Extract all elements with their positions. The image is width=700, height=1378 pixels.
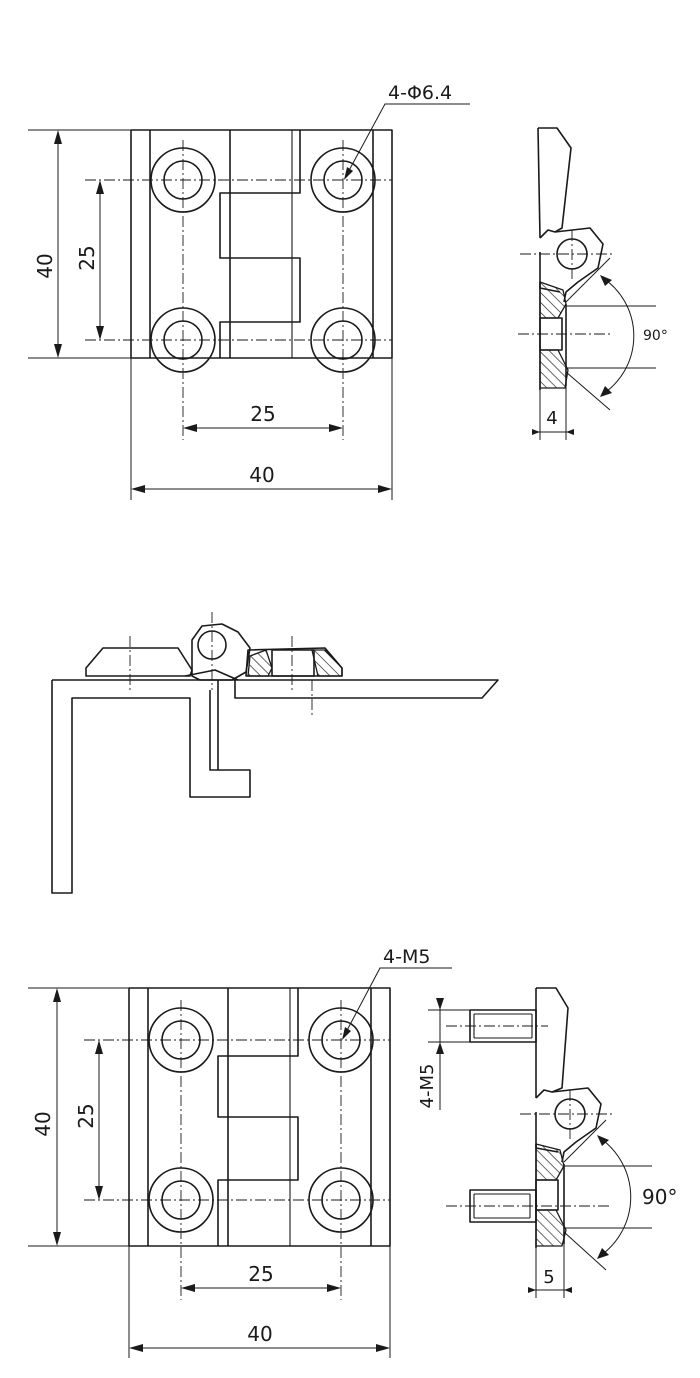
thickness-label: 4 bbox=[546, 408, 557, 429]
dim-height-outer-2: 40 bbox=[31, 1111, 55, 1136]
hole-callout: 4-Φ6.4 bbox=[388, 82, 452, 104]
thickness-label-2: 5 bbox=[543, 1267, 554, 1288]
thread-callout: 4-M5 bbox=[383, 946, 430, 968]
angle-label: 90° bbox=[643, 328, 668, 344]
dim-width-holes: 25 bbox=[250, 402, 275, 426]
thread-label: 4-M5 bbox=[417, 1064, 438, 1109]
dim-height-holes: 25 bbox=[75, 245, 99, 270]
angle-label-2: 90° bbox=[642, 1185, 677, 1209]
hinge-mounted-assembly-view bbox=[51, 612, 499, 894]
dim-height-holes-2: 25 bbox=[74, 1103, 98, 1128]
hinge-side-view-2-with-screws: 4-M5 90° 5 bbox=[417, 987, 677, 1298]
dim-width-outer: 40 bbox=[249, 463, 274, 487]
dim-width-holes-2: 25 bbox=[248, 1262, 273, 1286]
dim-width-outer-2: 40 bbox=[247, 1322, 272, 1346]
dim-height-outer: 40 bbox=[33, 253, 57, 278]
hinge-front-view-smooth-holes: 40 25 25 40 4-Φ6.4 bbox=[28, 82, 470, 500]
hinge-front-view-threaded: 40 25 25 40 4-M5 bbox=[28, 946, 452, 1358]
hinge-side-view-1: 90° 4 bbox=[518, 127, 668, 440]
